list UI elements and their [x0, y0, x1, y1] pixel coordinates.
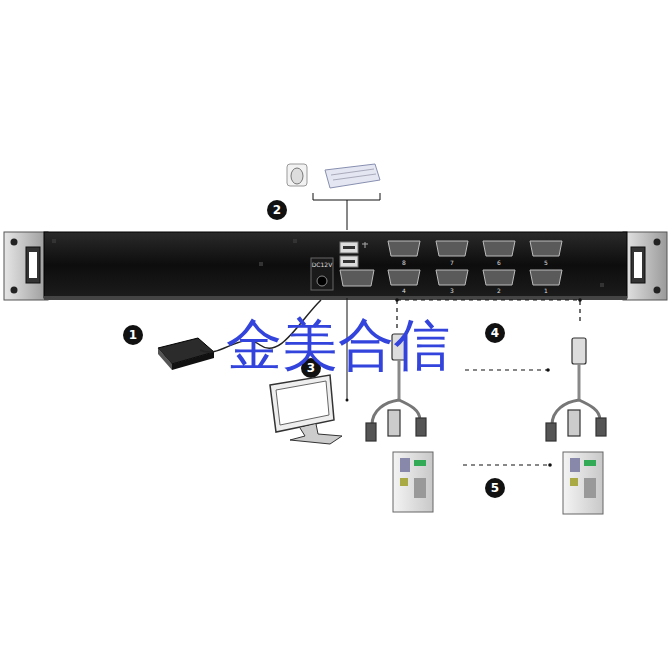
port-label: 4 [402, 288, 406, 294]
watermark: 金美合信 [226, 317, 450, 373]
port-label: 6 [497, 260, 501, 266]
port-label: 8 [402, 260, 406, 266]
port-label: 5 [544, 260, 548, 266]
callout-number: 5 [491, 482, 499, 494]
callout-number: 1 [129, 329, 137, 341]
usb-port [340, 242, 368, 267]
rack-ear [4, 232, 667, 300]
callout-number: 4 [491, 327, 499, 339]
kvm-chassis [44, 232, 627, 298]
port-label: 1 [544, 288, 548, 294]
dc-jack [311, 258, 333, 290]
vga-port [340, 241, 562, 286]
computer [393, 452, 603, 514]
power-label: DC12V [312, 262, 333, 268]
port-label: 7 [450, 260, 454, 266]
chassis-lip [44, 296, 627, 300]
monitor [270, 375, 342, 444]
callout-number: 2 [273, 204, 281, 216]
bracket-line [313, 193, 380, 230]
port-label: 3 [450, 288, 454, 294]
callout-circle [123, 200, 505, 498]
port-label: 2 [497, 288, 501, 294]
keyboard-mouse [287, 164, 380, 188]
